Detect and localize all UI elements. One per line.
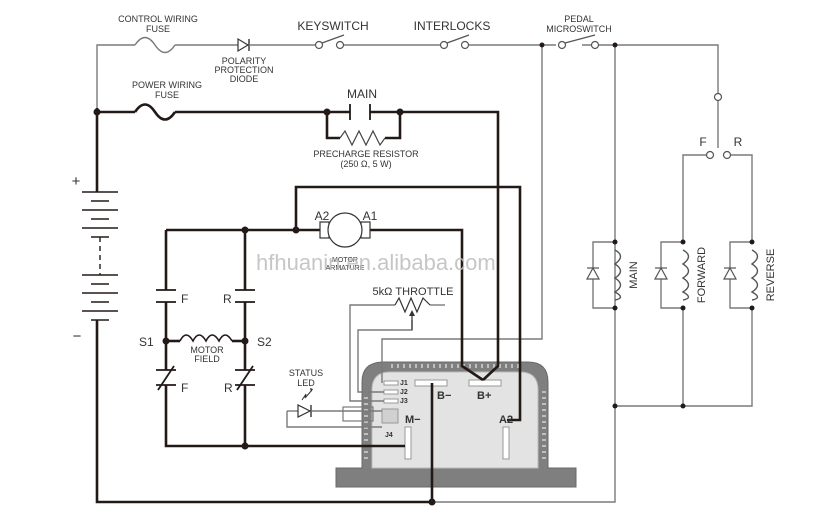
label-diode-2: PROTECTION bbox=[214, 65, 273, 75]
interlocks-switch bbox=[439, 34, 470, 50]
label-j3: J3 bbox=[400, 398, 408, 405]
terminal-a2 bbox=[502, 426, 510, 460]
label-diode: POLARITY bbox=[222, 56, 267, 66]
label-b-minus: B− bbox=[437, 390, 451, 402]
label-diode-3: DIODE bbox=[230, 74, 259, 84]
forward-reverse-switch bbox=[705, 92, 732, 160]
label-main-contactor: MAIN bbox=[347, 87, 377, 101]
label-control-fuse: CONTROL WIRING bbox=[118, 14, 198, 24]
throttle-potentiometer bbox=[394, 296, 431, 330]
main-contactor bbox=[339, 104, 386, 147]
label-fr-forward: F bbox=[699, 135, 706, 149]
label-precharge-value: (250 Ω, 5 W) bbox=[340, 159, 391, 169]
watermark: hfhuanin.en.alibaba.com bbox=[256, 250, 496, 275]
labels: CONTROL WIRING FUSE POLARITY PROTECTION … bbox=[72, 14, 777, 439]
label-a1: A1 bbox=[363, 209, 378, 223]
label-microswitch: MICROSWITCH bbox=[546, 24, 612, 34]
label-m-minus: M− bbox=[405, 414, 421, 426]
label-a2: A2 bbox=[315, 209, 330, 223]
label-s2: S2 bbox=[257, 335, 272, 349]
coil-main bbox=[585, 241, 622, 309]
pin-j1 bbox=[383, 380, 399, 386]
label-j4: J4 bbox=[385, 432, 393, 439]
label-armature-2: ARMATURE bbox=[326, 265, 365, 272]
label-s1: S1 bbox=[139, 335, 154, 349]
pin-j2 bbox=[383, 389, 399, 395]
connector-j4 bbox=[381, 408, 399, 424]
label-j2: J2 bbox=[400, 389, 408, 396]
label-coil-reverse: REVERSE bbox=[765, 249, 777, 302]
control-wiring-fuse bbox=[134, 36, 176, 54]
pin-j3 bbox=[383, 398, 399, 404]
label-throttle: 5kΩ THROTTLE bbox=[373, 286, 454, 298]
label-f-top: F bbox=[181, 292, 188, 306]
label-armature: MOTOR bbox=[332, 257, 358, 264]
label-power-fuse-2: FUSE bbox=[155, 90, 179, 100]
label-f-bottom: F bbox=[181, 381, 188, 395]
power-wiring-fuse bbox=[133, 103, 177, 121]
label-r-top: R bbox=[223, 292, 232, 306]
terminal-m-minus bbox=[404, 426, 412, 460]
label-motor-field: MOTOR bbox=[190, 345, 224, 355]
coil-reverse bbox=[722, 241, 759, 309]
label-led: LED bbox=[297, 378, 315, 388]
label-motor-field-2: FIELD bbox=[194, 354, 220, 364]
label-power-fuse: POWER WIRING bbox=[132, 80, 202, 90]
label-b-plus: B+ bbox=[477, 390, 491, 402]
label-r-bottom: R bbox=[224, 381, 233, 395]
battery bbox=[82, 191, 118, 332]
label-precharge: PRECHARGE RESISTOR bbox=[313, 149, 419, 159]
label-battery-plus: + bbox=[72, 173, 81, 190]
label-fr-reverse: R bbox=[734, 135, 743, 149]
label-interlocks: INTERLOCKS bbox=[414, 19, 491, 33]
label-status: STATUS bbox=[289, 368, 323, 378]
junction-dots bbox=[93, 42, 755, 506]
field-contactors bbox=[156, 289, 255, 391]
label-coil-forward: FORWARD bbox=[696, 247, 708, 303]
coil-forward bbox=[653, 241, 690, 309]
motor-armature bbox=[319, 212, 371, 248]
precharge-resistor bbox=[339, 129, 386, 147]
polarity-diode bbox=[237, 37, 250, 53]
status-led bbox=[297, 388, 313, 418]
terminal-b-plus bbox=[468, 379, 502, 387]
keyswitch bbox=[314, 34, 345, 50]
motor-field-coil bbox=[179, 334, 233, 343]
label-coil-main: MAIN bbox=[628, 261, 640, 289]
label-keyswitch: KEYSWITCH bbox=[297, 19, 368, 33]
motor-controller bbox=[335, 361, 577, 488]
label-controller-a2: A2 bbox=[499, 414, 513, 426]
label-control-fuse-2: FUSE bbox=[146, 24, 170, 34]
pedal-microswitch bbox=[557, 34, 600, 50]
label-pedal: PEDAL bbox=[564, 14, 594, 24]
label-j1: J1 bbox=[400, 380, 408, 387]
label-battery-minus: − bbox=[73, 328, 82, 345]
